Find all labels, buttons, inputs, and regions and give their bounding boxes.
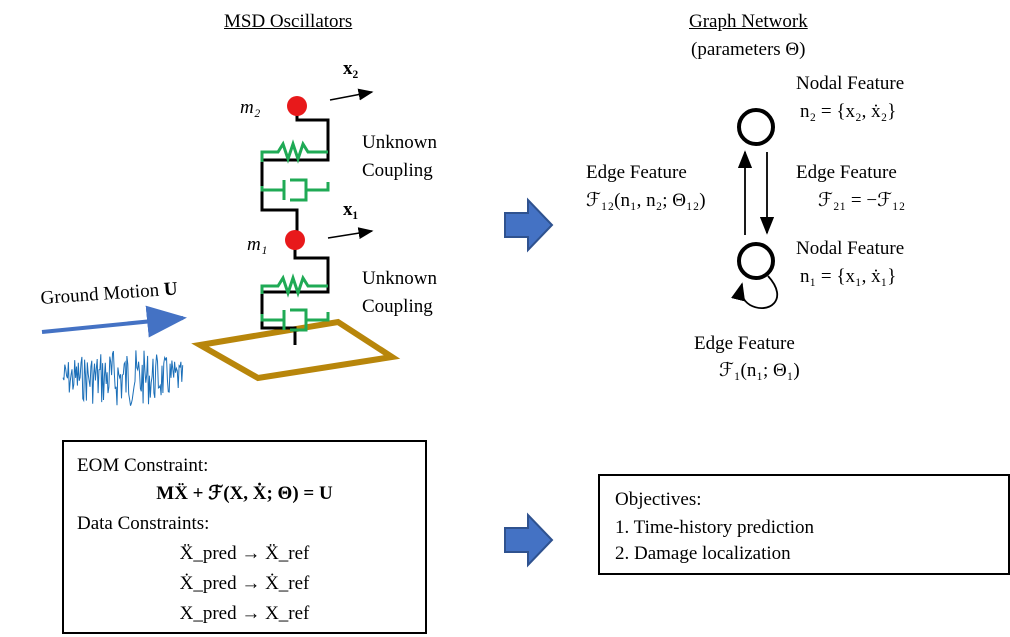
ground-motion-symbol: U [163,278,179,301]
node1-label: Nodal Feature [796,238,905,259]
coupling-lower-line2: Coupling [362,296,433,317]
data-constraint-1: Ẍ_pred → Ẍ_ref [179,543,310,564]
objectives-title: Objectives: [615,489,702,510]
mass-2 [287,96,307,116]
graph-title: Graph Network [689,11,808,32]
edge21-equation: ℱ₂₁ = −ℱ₁₂ [818,190,906,211]
objective-item-2: 2. Damage localization [615,543,791,564]
block-arrow-bottom [504,512,554,568]
lower-spring-damper [260,273,330,332]
coupling-upper-line1: Unknown [362,132,437,153]
block-arrow-top [504,197,554,253]
data-constraint-3: X_pred → X_ref [179,603,310,624]
eom-label: EOM Constraint: [77,455,209,476]
constraint-box: EOM Constraint: MẌ + ℱ(X, Ẋ; Θ) = U Data… [62,440,427,634]
x1-label: x₁ [343,199,359,220]
ground-signal [62,350,184,406]
node1-equation: n₁ = {x₁, ẋ₁} [800,266,897,287]
eom-equation: MẌ + ℱ(X, Ẋ; Θ) = U [156,483,333,504]
node2-label: Nodal Feature [796,73,905,94]
m1-label: m₁ [247,234,268,255]
graph-node-2 [737,108,775,146]
x2-label: x₂ [343,58,359,79]
msd-title: MSD Oscillators [224,11,353,32]
edge21-label: Edge Feature [796,162,897,183]
coupling-lower-line1: Unknown [362,268,437,289]
data-constraints-label: Data Constraints: [77,513,210,534]
data-constraint-2: Ẋ_pred → Ẋ_ref [179,573,310,594]
edge12-equation: ℱ₁₂(n₁, n₂; Θ₁₂) [586,190,706,211]
edge1-label: Edge Feature [694,333,795,354]
lower-coupling [260,240,330,345]
edge1-equation: ℱ₁(n₁; Θ₁) [719,360,800,381]
objective-item-1: 1. Time-history prediction [615,517,814,538]
upper-spring-damper [260,139,330,202]
coupling-upper-line2: Coupling [362,160,433,181]
graph-subtitle: (parameters Θ) [691,39,806,60]
x2-arrow [329,88,374,101]
ground-motion-arrow [41,305,187,338]
x1-arrow [327,227,374,240]
self-loop-arrow [731,275,779,310]
graph-node-1 [737,242,775,280]
m2-label: m₂ [240,97,261,118]
edge12-label: Edge Feature [586,162,687,183]
node2-equation: n₂ = {x₂, ẋ₂} [800,101,897,122]
objectives-box: Objectives: 1. Time-history prediction 2… [598,474,1010,575]
upper-coupling [260,107,330,240]
mass-1 [285,230,305,250]
